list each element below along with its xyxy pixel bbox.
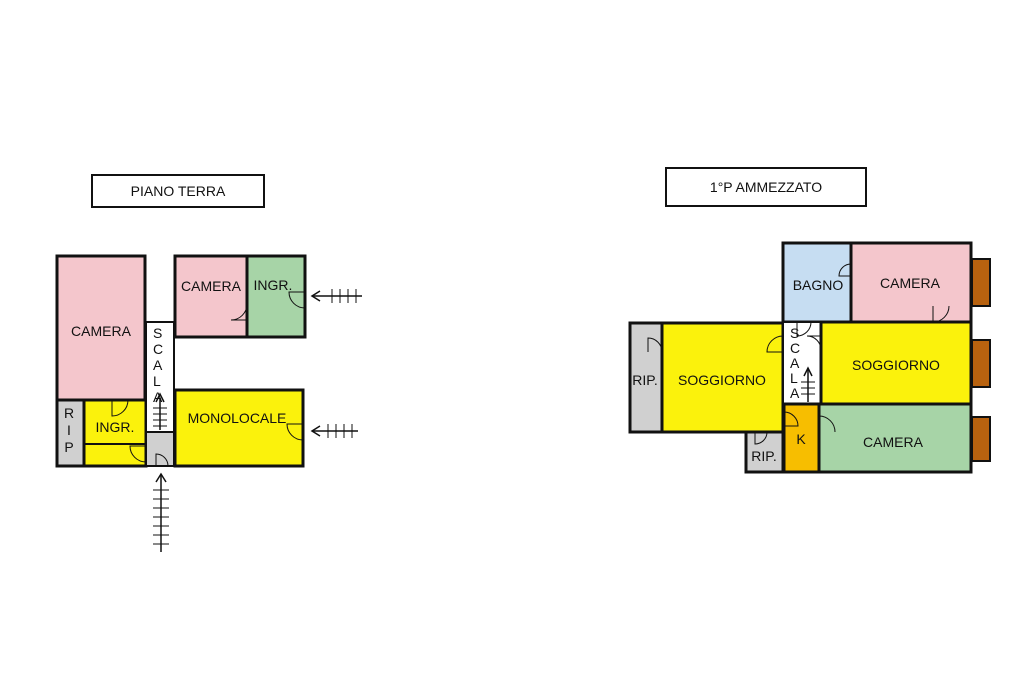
entrance-arrow-icon <box>153 472 169 552</box>
room-label-camera-large: CAMERA <box>71 323 132 339</box>
room-label-monolocale: MONOLOCALE <box>188 410 287 426</box>
room-camera-top <box>849 241 973 324</box>
door-swing <box>288 291 306 309</box>
ground-floor-plan: PIANO TERRA CAMERA R I P INGR. S C A L A <box>55 174 362 552</box>
room-label-rip-bottom: RIP. <box>751 448 776 464</box>
room-label-soggiorno-left: SOGGIORNO <box>678 372 766 388</box>
door-swing <box>838 263 852 277</box>
room-soggiorno-right <box>819 320 973 406</box>
door-swing <box>111 399 129 417</box>
ground-floor-title: PIANO TERRA <box>131 183 226 199</box>
room-camera-small <box>173 254 249 339</box>
room-scala-first <box>782 321 822 405</box>
first-floor-plan: 1°P AMMEZZATO BAGNO CAMERA RIP. SOGGIORN… <box>628 167 991 474</box>
balcony <box>971 416 991 462</box>
balcony <box>971 258 991 307</box>
scala-letter-1: S <box>790 325 799 341</box>
room-label-bagno: BAGNO <box>793 277 844 293</box>
door-swing <box>796 321 812 337</box>
door-swing <box>766 335 784 353</box>
room-monolocale <box>173 388 305 468</box>
room-ingresso-top <box>245 254 307 339</box>
entrance-arrow-icon <box>310 424 358 438</box>
landing-ground <box>145 431 175 467</box>
room-bagno <box>781 241 853 324</box>
scala-letter-4: L <box>153 373 161 389</box>
room-label-camera-bottom: CAMERA <box>863 434 924 450</box>
entrance-arrow-icon <box>310 289 362 303</box>
door-swing <box>155 453 169 467</box>
door-swing <box>286 423 304 441</box>
room-label-rip-left: RIP. <box>632 372 657 388</box>
room-label-kitchen: K <box>796 431 806 447</box>
balcony <box>971 339 991 388</box>
room-label-ingresso-top: INGR. <box>254 277 293 293</box>
ground-floor-title-box <box>91 174 265 208</box>
scala-letter-5: A <box>790 385 800 401</box>
room-kitchen <box>782 402 821 474</box>
first-floor-title: 1°P AMMEZZATO <box>710 179 822 195</box>
scala-letter-4: L <box>790 370 798 386</box>
stair-arrow-icon <box>153 392 167 430</box>
rip-letter-3: P <box>64 439 73 455</box>
first-floor-title-box <box>665 167 867 207</box>
rip-letter-2: I <box>67 422 71 438</box>
room-label-soggiorno-right: SOGGIORNO <box>852 357 940 373</box>
room-label-camera-small: CAMERA <box>181 278 242 294</box>
room-camera-bottom <box>817 402 973 474</box>
scala-letter-1: S <box>153 325 162 341</box>
room-rip-ground <box>55 398 86 468</box>
door-swing <box>129 445 147 463</box>
stair-arrow-icon <box>801 366 815 402</box>
room-label-ingresso-bottom: INGR. <box>96 419 135 435</box>
door-swing <box>783 411 799 427</box>
door-swing <box>818 415 836 433</box>
scala-letter-3: A <box>153 357 163 373</box>
room-camera-large <box>55 254 147 402</box>
scala-letter-2: C <box>790 340 800 356</box>
door-swing <box>647 337 663 353</box>
room-label-camera-top: CAMERA <box>880 275 941 291</box>
scala-letter-3: A <box>790 355 800 371</box>
rip-letter-1: R <box>64 405 74 421</box>
door-swing <box>754 431 768 445</box>
scala-letter-2: C <box>153 341 163 357</box>
